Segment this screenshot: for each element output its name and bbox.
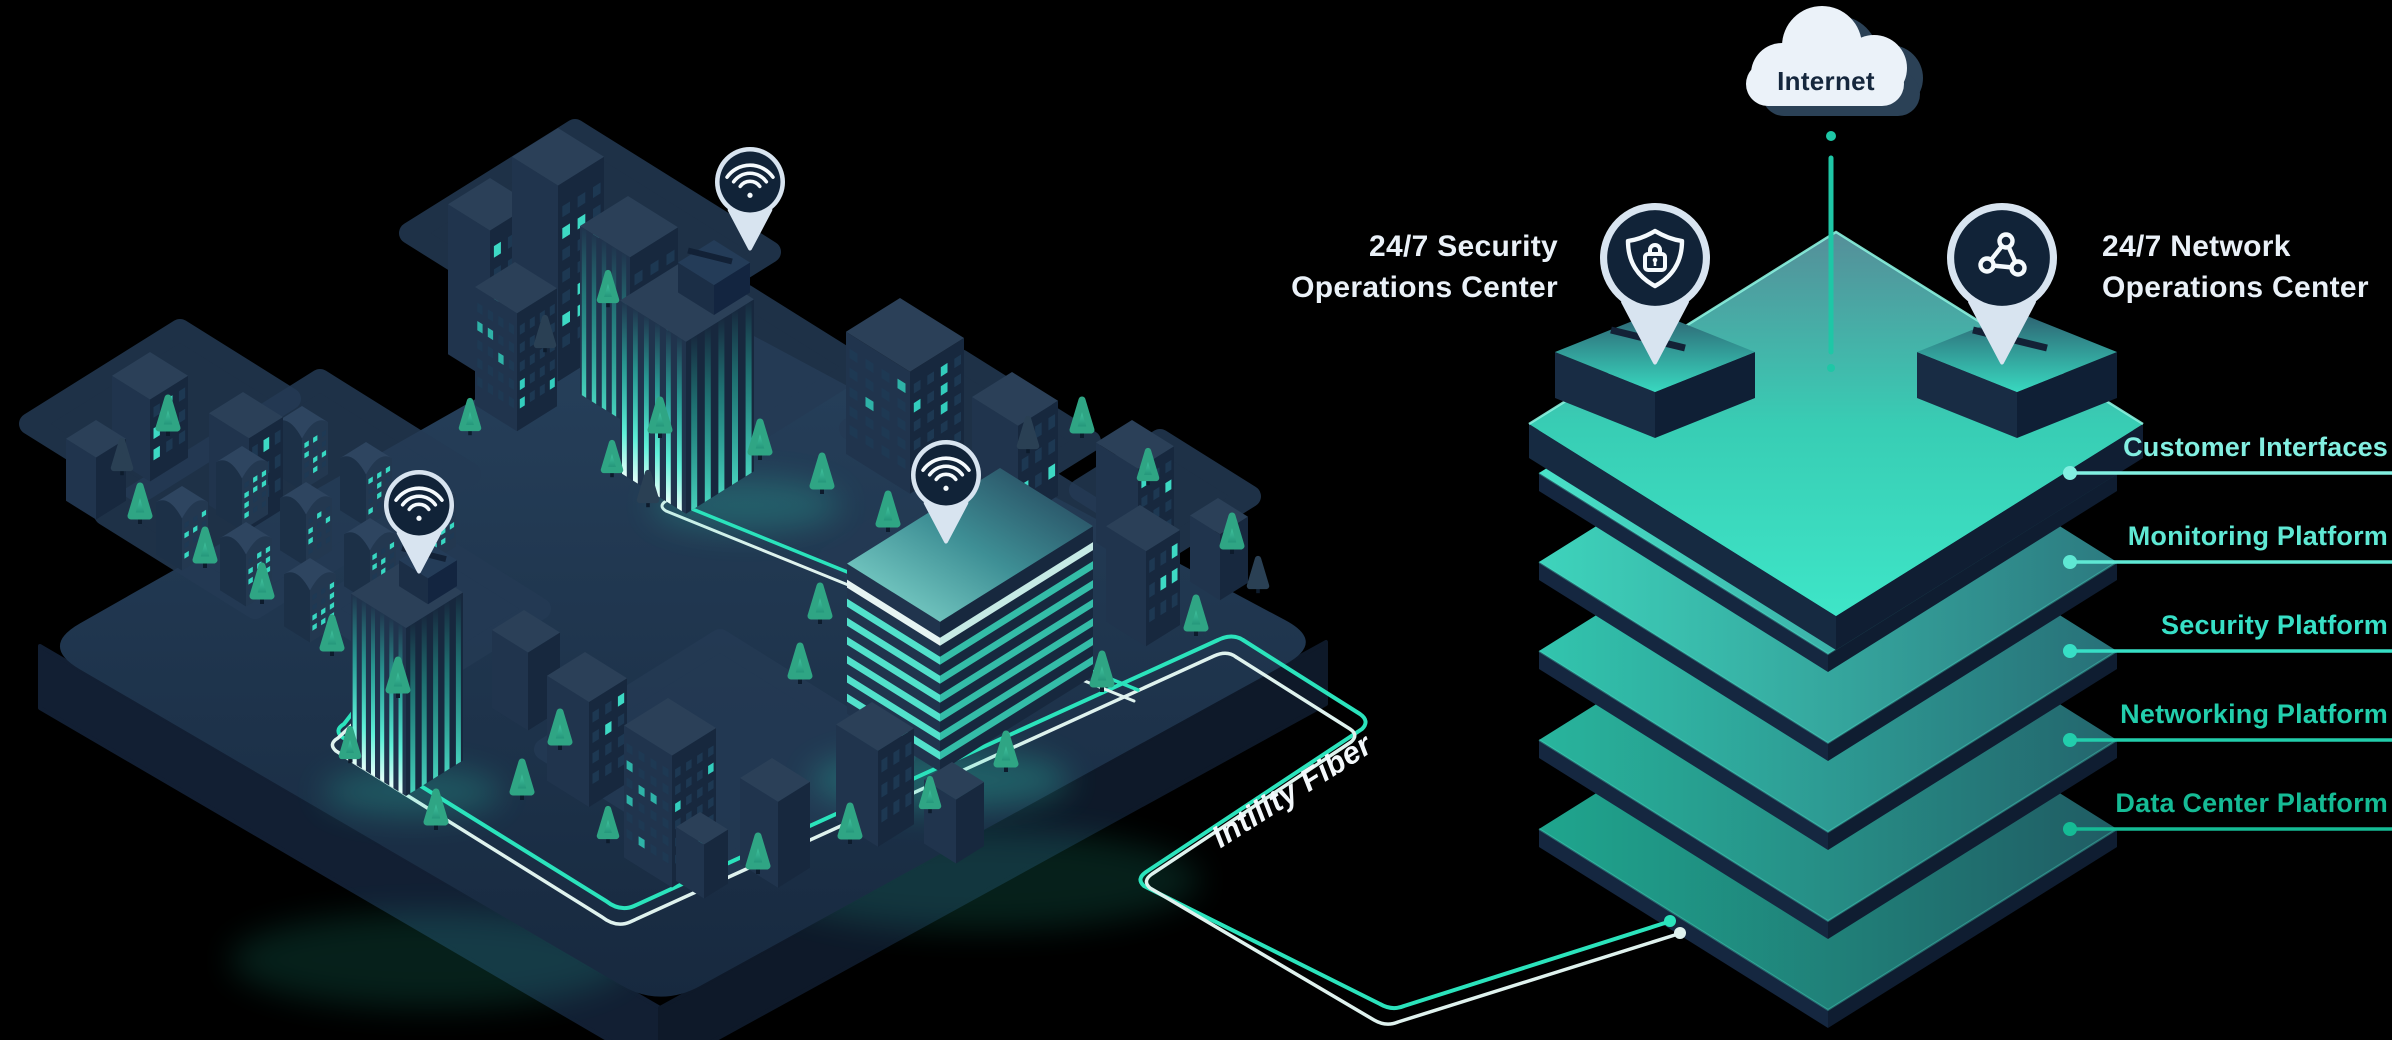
internet-cloud bbox=[1746, 6, 1923, 116]
building bbox=[340, 442, 392, 527]
internet-drop-line bbox=[1826, 131, 1836, 372]
city-wifi-pin-1 bbox=[715, 147, 785, 251]
building bbox=[836, 702, 914, 847]
noc-label: 24/7 Network Operations Center bbox=[2102, 226, 2369, 308]
wifi-tower-1 bbox=[620, 240, 754, 514]
noc-pin bbox=[1947, 203, 2057, 365]
network-nodes-icon bbox=[1978, 232, 2027, 277]
leader-1 bbox=[2063, 555, 2392, 569]
layer-leader-lines bbox=[2063, 466, 2392, 836]
wifi-building-3 bbox=[847, 468, 1093, 772]
building bbox=[676, 812, 728, 899]
noc-line1: 24/7 Network bbox=[2102, 230, 2291, 263]
city-trees bbox=[110, 269, 1270, 874]
wifi-icon bbox=[725, 163, 775, 198]
building bbox=[547, 652, 627, 807]
smart-city bbox=[19, 119, 1328, 1040]
city-wifi-pin-2 bbox=[384, 470, 454, 574]
building bbox=[216, 446, 268, 531]
layer-label-customer-interfaces: Customer Interfaces bbox=[2123, 432, 2388, 462]
building bbox=[280, 482, 332, 567]
leader-0 bbox=[2063, 466, 2392, 480]
soc-pin bbox=[1600, 203, 1710, 365]
building bbox=[972, 372, 1058, 521]
city-wifi-pin-3 bbox=[911, 440, 981, 544]
building bbox=[112, 352, 188, 482]
fiber-route bbox=[1138, 638, 1686, 1026]
layer-label-monitoring-platform: Monitoring Platform bbox=[2127, 521, 2388, 551]
noc-pedestal bbox=[1917, 312, 2117, 438]
wifi-icon bbox=[394, 486, 444, 521]
leader-2 bbox=[2063, 644, 2392, 658]
building bbox=[276, 406, 328, 491]
layer-label-security-platform: Security Platform bbox=[2161, 610, 2388, 640]
wifi-icon bbox=[921, 456, 971, 491]
building bbox=[492, 610, 560, 731]
platform-stack bbox=[1528, 131, 2144, 1028]
leader-4 bbox=[2063, 822, 2392, 836]
soc-line1: 24/7 Security bbox=[1368, 230, 1558, 263]
shield-lock-icon bbox=[1625, 228, 1685, 289]
layer-label-data-center-platform: Data Center Platform bbox=[2115, 788, 2388, 818]
wifi-tower-2 bbox=[351, 542, 463, 796]
layer-label-networking-platform: Networking Platform bbox=[2120, 699, 2388, 729]
building bbox=[924, 762, 984, 864]
location-pins bbox=[384, 147, 2057, 574]
soc-line2: Operations Center bbox=[1291, 271, 1558, 304]
building bbox=[1106, 505, 1180, 647]
internet-label: Internet bbox=[1777, 66, 1875, 96]
soc-pedestal bbox=[1555, 312, 1755, 438]
building bbox=[475, 262, 557, 432]
soc-label: 24/7 Security Operations Center bbox=[1291, 226, 1558, 308]
noc-line2: Operations Center bbox=[2102, 271, 2369, 304]
leader-3 bbox=[2063, 733, 2392, 747]
